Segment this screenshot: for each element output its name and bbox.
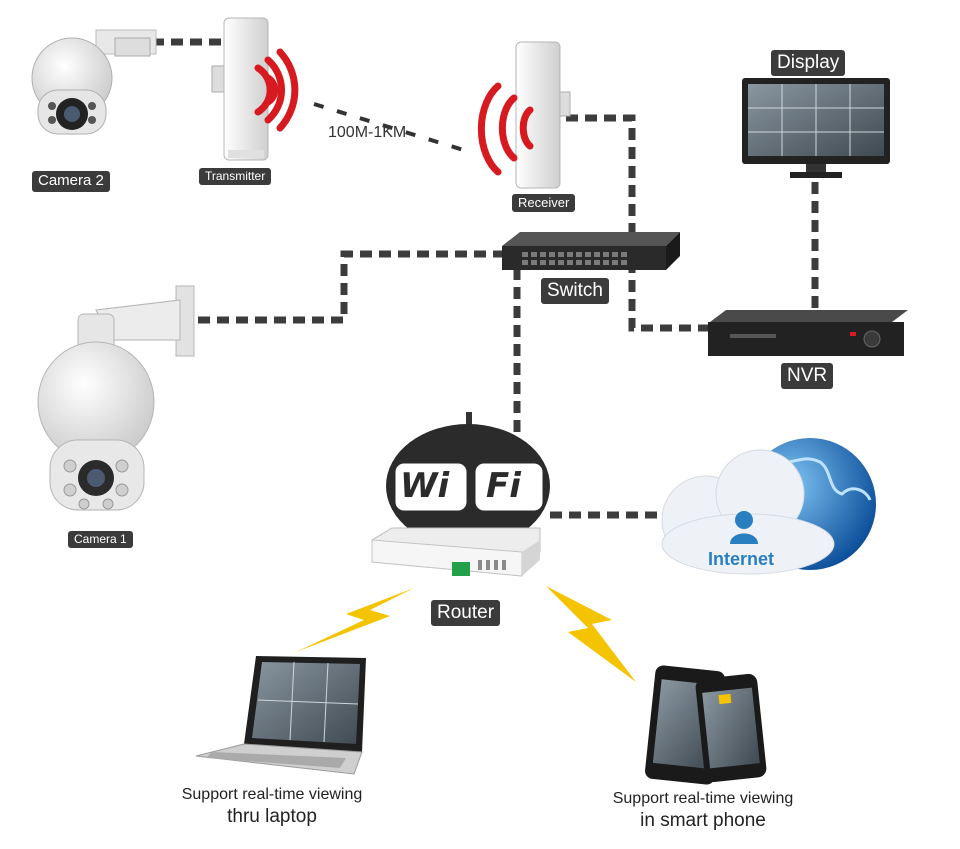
nvr-recorder <box>708 310 908 356</box>
wifi-logo <box>392 460 546 514</box>
link-distance-label: 100M-1KM <box>328 124 407 141</box>
lightning-icon <box>296 586 636 682</box>
wifi-logo-right-text: Fi <box>486 466 521 506</box>
camera-1-label: Camera 1 <box>68 531 133 548</box>
internet-cloud <box>661 438 876 575</box>
laptop-caption-line1: Support real-time viewing <box>181 786 363 803</box>
wifi-logo-left-text: Wi <box>400 466 450 506</box>
transmitter <box>211 17 269 161</box>
transmitter-signal-icon <box>254 48 299 132</box>
wireless-link-line <box>313 102 471 154</box>
transmitter-label: Transmitter <box>199 168 272 185</box>
phone-caption-line2: in smart phone <box>640 810 766 831</box>
laptop-caption-line2: thru laptop <box>227 806 317 827</box>
camera-2 <box>31 29 157 135</box>
camera-2-label: Camera 2 <box>32 171 110 192</box>
receiver-label: Receiver <box>512 194 576 213</box>
display-monitor <box>742 78 890 178</box>
phone-caption: Support real-time viewing in smart phone <box>600 790 806 832</box>
user-icon <box>735 511 753 529</box>
laptop <box>195 656 366 775</box>
laptop-caption: Support real-time viewing thru laptop <box>172 786 372 828</box>
router-label: Router <box>431 600 501 626</box>
display-label: Display <box>771 50 846 76</box>
nvr-label: NVR <box>781 363 834 389</box>
camera-1 <box>37 285 195 511</box>
internet-label: Internet <box>708 549 775 569</box>
cables <box>152 38 819 519</box>
receiver <box>515 41 571 189</box>
receiver-signal-icon <box>477 82 534 176</box>
smartphones <box>645 665 767 785</box>
network-switch <box>502 232 680 270</box>
cable-camera1-switch <box>198 250 505 324</box>
switch-label: Switch <box>541 278 609 304</box>
phone-caption-line1: Support real-time viewing <box>612 790 794 807</box>
cable-receiver-nvr <box>566 114 710 332</box>
